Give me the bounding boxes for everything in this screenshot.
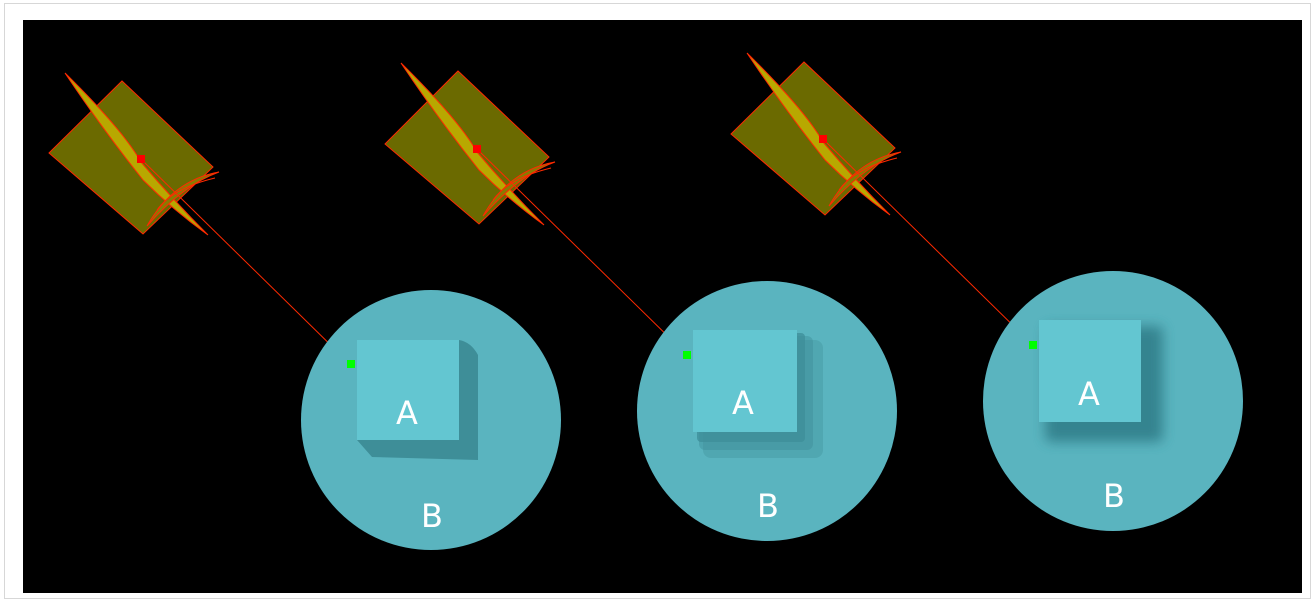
render-canvas: A B [23,20,1302,593]
hit-point-marker [1029,341,1037,349]
label-a: A [1078,375,1100,413]
light-source-marker [473,145,481,153]
label-b: B [421,497,443,535]
label-a: A [396,394,418,432]
light-source-marker [819,135,827,143]
viewport-frame: A B [4,3,1311,599]
light-ray [823,139,1032,344]
light-source-marker [137,155,145,163]
label-b: B [757,487,779,525]
hit-point-marker [683,351,691,359]
label-b: B [1103,477,1125,515]
shadow-diagram: A B [23,20,1302,593]
hit-point-marker [347,360,355,368]
label-a: A [732,384,754,422]
light-ray [141,159,350,364]
